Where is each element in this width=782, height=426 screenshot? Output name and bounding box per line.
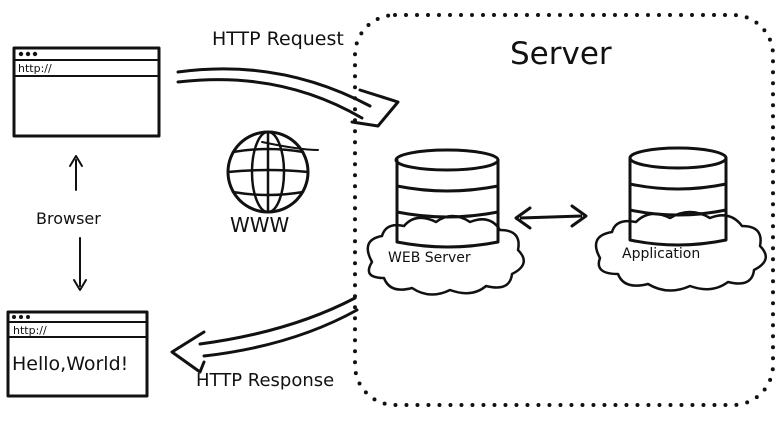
address-bar-text: http:// <box>18 62 52 75</box>
window-dot-icon <box>26 315 30 319</box>
web-server-label: WEB Server <box>388 250 471 266</box>
http-request-arrow <box>176 67 400 128</box>
browser-arrows <box>69 155 87 291</box>
web-server-cloud-shape <box>366 214 525 296</box>
www-label: WWW <box>230 213 290 237</box>
page-content-text: Hello,World! <box>12 353 128 375</box>
globe-icon <box>226 130 319 214</box>
http-response-arrow <box>170 296 359 374</box>
application-database-icon <box>628 146 728 247</box>
window-dot-icon <box>25 51 31 57</box>
browser-label: Browser <box>36 209 101 228</box>
server-title: Server <box>510 36 612 72</box>
application-label: Application <box>622 246 700 262</box>
window-dot-icon <box>18 51 24 57</box>
address-bar-text: http:// <box>13 324 47 337</box>
browser-window-bottom: http:// Hello,World! <box>6 310 149 398</box>
http-response-label: HTTP Response <box>196 370 334 391</box>
server-boundary <box>353 13 775 407</box>
application-cloud-shape <box>594 210 767 292</box>
window-dot-icon <box>19 315 23 319</box>
window-dot-icon <box>32 51 38 57</box>
window-dot-icon <box>12 315 16 319</box>
web-server-database-icon <box>394 148 500 249</box>
http-request-label: HTTP Request <box>212 28 344 50</box>
browser-window-top: http:// <box>12 46 161 138</box>
double-arrow-icon <box>514 204 588 230</box>
